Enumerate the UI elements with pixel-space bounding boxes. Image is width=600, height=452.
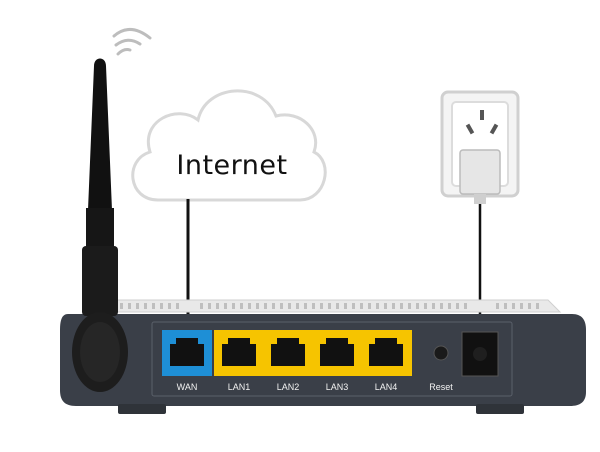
- wan-port-label: WAN: [176, 382, 198, 392]
- power-port: [461, 331, 499, 377]
- wan-port: [162, 330, 212, 376]
- power-adapter: [459, 149, 501, 204]
- lan2-port: [271, 338, 305, 366]
- watermark: 头条 @问答: [474, 421, 594, 441]
- reset-label: Reset: [429, 382, 453, 392]
- lan2-port-label: LAN2: [276, 382, 300, 392]
- lan1-port: [222, 338, 256, 366]
- lan3-port: [320, 338, 354, 366]
- internet-cloud: [131, 89, 327, 202]
- lan4-port-label: LAN4: [374, 382, 398, 392]
- router-top-vents: [84, 299, 562, 313]
- lan3-port-label: LAN3: [325, 382, 349, 392]
- watermark-text: 头条 @问答: [535, 426, 594, 438]
- wifi-signal-icon: [112, 28, 152, 56]
- lan1-port-label: LAN1: [227, 382, 251, 392]
- antenna: [72, 58, 128, 392]
- internet-cloud-label: Internet: [176, 150, 288, 181]
- reset-button-hole: [433, 345, 449, 361]
- toutiao-logo-icon: [517, 424, 532, 438]
- lan4-port: [369, 338, 403, 366]
